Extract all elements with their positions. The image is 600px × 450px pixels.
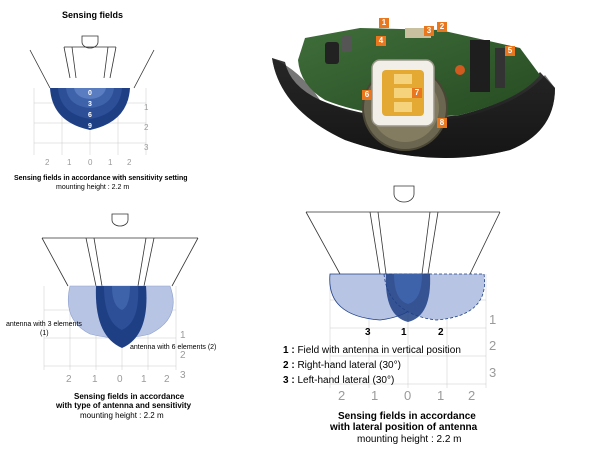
x-tick: 2 (468, 388, 476, 403)
field-label: 2 (438, 327, 444, 338)
callout-badge: 5 (505, 46, 515, 56)
x-tick: 1 (92, 374, 98, 385)
level-label: 6 (88, 112, 92, 119)
ceiling-outline (29, 49, 155, 89)
callout-badge: 7 (412, 88, 422, 98)
legend-item: 1 : Field with antenna in vertical posit… (283, 345, 461, 356)
field-label: 1 (401, 327, 407, 338)
legend-num: 2 : (283, 360, 295, 371)
caption: Sensing fields in accordance with sensit… (14, 175, 188, 182)
callout-badge: 1 (379, 18, 389, 28)
legend-item: 2 : Right-hand lateral (30°) (283, 360, 461, 371)
subcaption: mounting height : 2.2 m (80, 411, 164, 420)
legend-text: Left-hand lateral (30°) (297, 375, 395, 386)
field-label: 3 (365, 327, 371, 338)
mount-bracket (306, 211, 500, 275)
legend-text: Right-hand lateral (30°) (297, 360, 401, 371)
x-tick: 1 (437, 388, 445, 403)
callout-badge: 2 (437, 22, 447, 32)
x-tick: 1 (371, 388, 379, 403)
sensor-head-icon (81, 35, 99, 49)
mount-bracket (63, 46, 117, 79)
callout-badge: 8 (437, 118, 447, 128)
ceiling-outline (41, 237, 199, 287)
legend-num: 3 : (283, 375, 295, 386)
legend-item: 3 : Left-hand lateral (30°) (283, 375, 461, 386)
callout-badge: 4 (376, 36, 386, 46)
y-tick: 1 (144, 103, 149, 112)
caption-line1: Sensing fields in accordance (338, 411, 476, 422)
callout-badge: 6 (362, 90, 372, 100)
y-tick: 3 (144, 143, 149, 152)
level-label: 0 (88, 90, 92, 97)
x-tick: 2 (127, 158, 132, 167)
x-tick: 2 (45, 158, 50, 167)
x-tick: 2 (164, 374, 170, 385)
legend-num: 1 : (283, 345, 295, 356)
x-tick: 0 (404, 388, 412, 403)
x-tick: 0 (88, 158, 93, 167)
x-tick: 2 (66, 374, 72, 385)
y-tick: 3 (180, 370, 186, 381)
legend-text: Field with antenna in vertical position (297, 345, 461, 356)
sensor-head-icon (393, 185, 415, 203)
legend: 1 : Field with antenna in vertical posit… (283, 345, 461, 386)
ceiling-outline (305, 211, 501, 275)
mount-bracket (42, 237, 198, 287)
x-tick: 2 (338, 388, 346, 403)
field-level-0 (74, 88, 106, 99)
caption-line2: with lateral position of antenna (330, 422, 478, 433)
x-tick: 0 (117, 374, 123, 385)
caption-line2: with type of antenna and sensitivity (56, 401, 192, 410)
label-3-elements: antenna with 3 elements (6, 321, 82, 328)
panel-title: Sensing fields (62, 10, 124, 20)
label-3-elements-num: (1) (40, 330, 49, 337)
subcaption: mounting height : 2.2 m (357, 434, 462, 445)
y-tick: 1 (489, 312, 497, 327)
y-tick: 2 (180, 350, 186, 361)
sensor-head-icon (111, 213, 129, 227)
y-tick: 2 (144, 123, 149, 132)
y-tick: 3 (489, 365, 497, 380)
y-tick: 1 (180, 330, 186, 341)
x-tick: 1 (108, 158, 113, 167)
label-6-elements: antenna with 6 elements (2) (130, 344, 217, 351)
caption-line1: Sensing fields in accordance (74, 392, 185, 401)
callout-badge: 3 (424, 26, 434, 36)
level-label: 9 (88, 123, 92, 130)
level-label: 3 (88, 101, 92, 108)
y-tick: 2 (489, 338, 497, 353)
x-tick: 1 (67, 158, 72, 167)
x-tick: 1 (141, 374, 147, 385)
subcaption: mounting height : 2.2 m (56, 184, 130, 191)
